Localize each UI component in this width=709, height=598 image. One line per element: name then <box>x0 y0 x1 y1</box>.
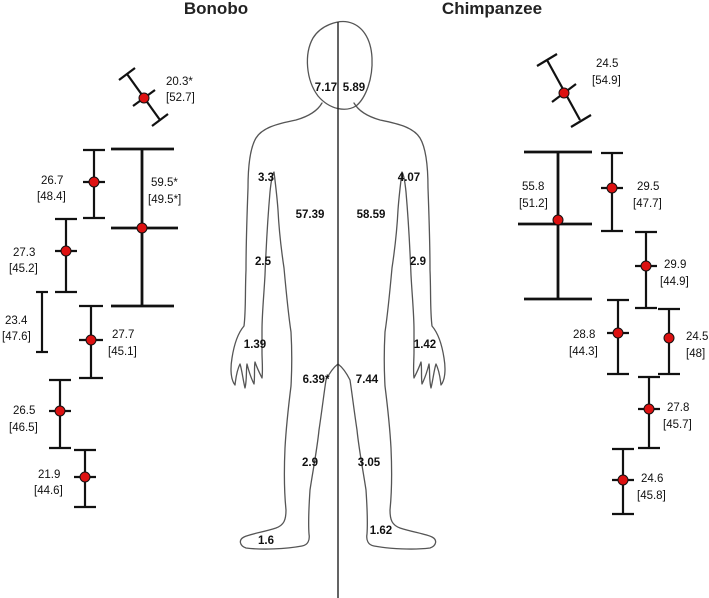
marker-bracket: [47.7] <box>633 198 662 210</box>
bonobo-thigh-marker: 27.7 [45.1] <box>79 304 137 380</box>
forearm-value-chimp: 2.9 <box>410 256 426 268</box>
marker-dot <box>606 182 618 194</box>
marker-bracket: [44.9] <box>660 276 689 288</box>
marker-bracket: [44.6] <box>34 485 63 497</box>
chimp-forearm-marker: 29.9 [44.9] <box>635 230 689 310</box>
marker-cap <box>151 113 169 127</box>
marker-bracket: [48] <box>686 348 705 360</box>
marker-value: 21.9 <box>38 469 60 481</box>
forearm-value-bonobo: 2.5 <box>255 256 272 268</box>
marker-dot <box>612 327 624 339</box>
marker-value: 26.7 <box>41 175 63 187</box>
marker-dot <box>54 405 66 417</box>
head-outline <box>306 20 373 110</box>
shank-value-bonobo: 2.9 <box>302 457 318 469</box>
marker-dot <box>663 332 675 344</box>
marker-value: 55.8 <box>522 181 544 193</box>
marker-dot <box>136 222 148 234</box>
marker-dot <box>138 92 150 104</box>
marker-value: 29.5 <box>637 181 659 193</box>
marker-dot <box>617 474 629 486</box>
chimp-upper-arm-marker: 29.5 [47.7] <box>601 151 662 233</box>
chimp-shank-marker: 27.8 [45.7] <box>638 375 692 450</box>
trunk-value-bonobo: 57.39 <box>296 209 325 221</box>
hand-value-chimp: 1.42 <box>414 339 436 351</box>
marker-dot <box>85 334 97 346</box>
head-value-bonobo: 7.17 <box>315 82 337 94</box>
marker-dot <box>558 87 570 99</box>
marker-bracket: [45.7] <box>663 419 692 431</box>
foot-value-bonobo: 1.6 <box>258 535 274 547</box>
marker-cap <box>570 114 592 128</box>
marker-bracket: [45.2] <box>9 263 38 275</box>
marker-dot <box>79 471 91 483</box>
marker-value: 27.3 <box>13 247 35 259</box>
marker-value: 59.5* <box>151 177 178 189</box>
chimp-markers: 24.5 [54.9] 55.8 [51.2] 29.5 [47.7] <box>518 53 708 516</box>
marker-dot <box>552 214 564 226</box>
marker-bracket: [54.9] <box>592 75 621 87</box>
marker-bracket: [44.3] <box>569 346 598 358</box>
foot-value-chimp: 1.62 <box>370 525 392 537</box>
marker-bracket: [45.1] <box>108 346 137 358</box>
upper-arm-value-chimp: 4.07 <box>398 172 420 184</box>
bonobo-trunk-marker: 59.5* [49.5*] <box>111 147 181 308</box>
marker-value: 29.9 <box>664 259 686 271</box>
thigh-value-bonobo: 6.39* <box>303 374 330 386</box>
bonobo-shank-marker: 26.5 [46.5] <box>9 378 71 450</box>
head-value-chimp: 5.89 <box>343 82 365 94</box>
body-values: 7.17 5.89 3.3 4.07 57.39 58.59 2.5 2.9 1… <box>244 82 436 547</box>
marker-value: 26.5 <box>13 405 35 417</box>
marker-cap <box>118 67 136 81</box>
trunk-value-chimp: 58.59 <box>357 209 386 221</box>
marker-bracket: [51.2] <box>519 198 548 210</box>
upper-arm-value-bonobo: 3.3 <box>258 172 274 184</box>
marker-value: 24.6 <box>641 473 663 485</box>
marker-bracket: [52.7] <box>166 92 195 104</box>
marker-dot <box>60 245 72 257</box>
marker-value: 27.7 <box>112 329 134 341</box>
thigh-value-chimp: 7.44 <box>356 374 379 386</box>
chimp-trunk-marker: 55.8 [51.2] <box>518 150 592 301</box>
marker-dot <box>643 403 655 415</box>
marker-bracket: [45.8] <box>637 490 666 502</box>
marker-dot <box>640 260 652 272</box>
bonobo-foot-marker: 21.9 [44.6] <box>34 448 96 509</box>
bonobo-upper-arm-marker: 26.7 [48.4] <box>37 148 105 220</box>
chimp-hand-marker: 28.8 [44.3] <box>569 298 629 376</box>
chimp-foot-marker: 24.6 [45.8] <box>612 447 666 516</box>
marker-value: 20.3* <box>166 76 193 88</box>
marker-bracket: [48.4] <box>37 191 66 203</box>
bonobo-head-marker: 20.3* [52.7] <box>118 67 195 127</box>
marker-value: 28.8 <box>573 329 595 341</box>
marker-bracket: [47.6] <box>2 331 31 343</box>
marker-value: 23.4 <box>5 315 28 327</box>
bonobo-title: Bonobo <box>184 0 248 18</box>
bonobo-hand-marker: 23.4 [47.6] <box>2 290 48 354</box>
shank-value-chimp: 3.05 <box>358 457 381 469</box>
bonobo-forearm-marker: 27.3 [45.2] <box>9 217 77 294</box>
marker-bracket: [46.5] <box>9 422 38 434</box>
bonobo-markers: 20.3* [52.7] 26.7 [48.4] 59.5* [49.5*] <box>2 67 195 509</box>
marker-value: 27.8 <box>667 402 689 414</box>
marker-bracket: [49.5*] <box>148 194 181 206</box>
marker-value: 24.5 <box>686 331 708 343</box>
marker-dot <box>88 176 100 188</box>
hand-value-bonobo: 1.39 <box>244 339 266 351</box>
chimp-head-marker: 24.5 [54.9] <box>536 53 621 128</box>
marker-value: 24.5 <box>596 58 618 70</box>
marker-cap <box>536 53 558 67</box>
chimpanzee-title: Chimpanzee <box>442 0 542 18</box>
chimp-thigh-marker: 24.5 [48] <box>658 307 708 376</box>
